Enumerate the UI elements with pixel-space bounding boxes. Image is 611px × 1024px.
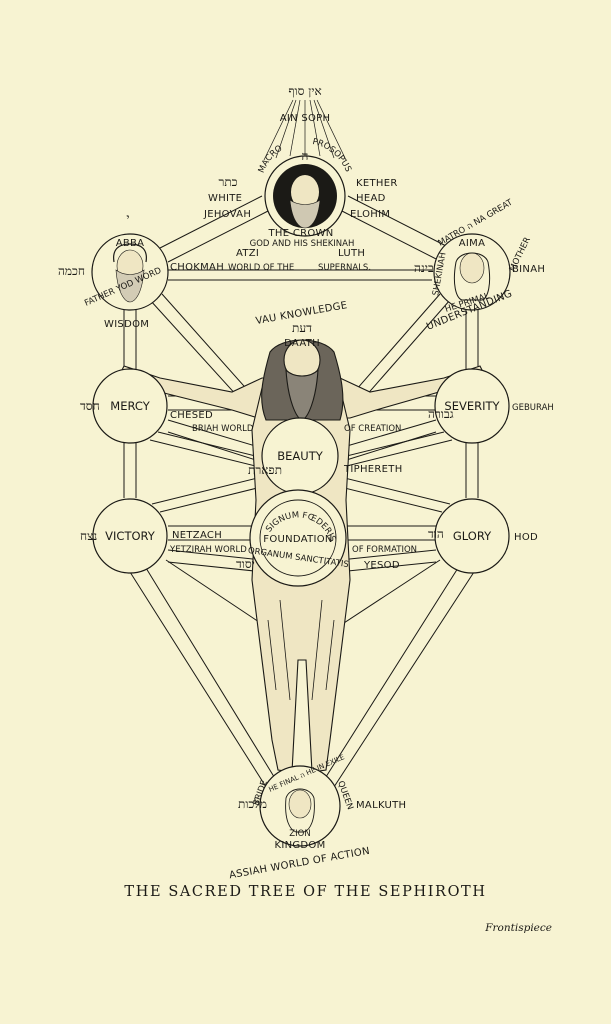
ain-soph-rays [263, 99, 347, 161]
sephirah-chokmah [91, 233, 169, 311]
elohim-label: ELOHIM [350, 209, 390, 220]
zion-label: ZION [289, 829, 310, 839]
path-chesed-netzach [123, 442, 137, 498]
sephirah-hod [434, 498, 510, 574]
path-chesed-tiphereth [167, 419, 263, 463]
yetzirah-world-label: YETZIRAH WORLD [169, 545, 247, 555]
assiah-label: ASSIAH WORLD OF ACTION [228, 846, 370, 882]
of-creation-label: OF CREATION [344, 424, 401, 434]
briah-world-label: BRIAH WORLD [192, 424, 254, 434]
geburah-label: GEBURAH [512, 403, 554, 413]
malkuth-label: MALKUTH [356, 800, 406, 811]
binah-label: BINAH [512, 264, 545, 275]
tiphereth-label: TIPHERETH [343, 464, 403, 475]
world-of-the-label: WORLD OF THE [228, 263, 294, 273]
severity-label: SEVERITY [444, 399, 500, 413]
sephirah-netzach [92, 498, 168, 574]
hod-hebrew: הוד [428, 527, 444, 541]
daath-label: DAATH [284, 338, 320, 349]
figure-caption: THE SACRED TREE OF THE SEPHIROTH [124, 884, 487, 900]
figure-beard [285, 368, 319, 421]
path-chokmah-binah [168, 269, 432, 281]
path-netzach-yesod [167, 549, 265, 573]
sephirah-chesed [92, 368, 168, 444]
chokmah-label: CHOKMAH [170, 262, 224, 273]
kingdom-label: KINGDOM [274, 840, 325, 851]
jehovah-label: JEHOVAH [203, 209, 251, 220]
path-geburah-tiphereth [339, 419, 437, 463]
chesed-label: CHESED [170, 410, 213, 421]
ain-soph-label: AIN SOPH [280, 113, 331, 124]
path-hod-yesod [337, 549, 437, 573]
victory-label: VICTORY [105, 529, 156, 543]
path-geburah-hod [465, 442, 479, 498]
ain-soph-hebrew: אין סוף [288, 84, 321, 98]
yesod-label: YESOD [363, 560, 400, 571]
god-shekinah-label: GOD AND HIS SHEKINAH [250, 239, 355, 249]
chokmah-hebrew: חכמה [58, 264, 85, 278]
path-kether-binah [339, 195, 451, 263]
path-kether-chokmah [159, 195, 271, 263]
frontispiece-note: Frontispiece [485, 922, 552, 934]
sephirah-geburah [434, 368, 510, 444]
supernals-label: SUPERNALS. [318, 263, 371, 273]
hod-label: HOD [514, 532, 538, 543]
kether-label: KETHER [356, 178, 398, 189]
abba-label: ABBA [116, 238, 145, 249]
abba-yod: י [126, 211, 129, 225]
white-label: WHITE [208, 193, 242, 204]
netzach-label: NETZACH [172, 530, 222, 541]
netzach-hebrew: נצח [80, 529, 97, 543]
path-chokmah-chesed [123, 310, 137, 370]
binah-hebrew: בינה [414, 261, 434, 275]
beauty-label: BEAUTY [277, 449, 323, 463]
of-formation-label: OF FORMATION [352, 545, 417, 555]
sephirah-yesod [249, 489, 347, 587]
glory-label: GLORY [453, 529, 492, 543]
head-label: HEAD [356, 193, 386, 204]
aima-label: AIMA [459, 238, 485, 249]
the-crown-label: THE CROWN [268, 228, 334, 239]
geburah-hebrew: גבורה [428, 407, 454, 421]
tiphereth-hebrew: תפארת [248, 463, 282, 477]
daath-hebrew: דעת [292, 321, 312, 335]
luth-label: LUTH [338, 248, 365, 259]
sephirah-kether [264, 155, 346, 237]
figure-legs-shade [267, 599, 335, 701]
path-netzach-malkuth [129, 567, 277, 791]
path-binah-geburah [465, 310, 479, 370]
path-hod-malkuth [323, 567, 475, 791]
kether-hebrew: כתר [218, 175, 237, 189]
malkuth-hebrew: מלכות [238, 797, 267, 811]
foundation-label: FOUNDATION [263, 534, 332, 545]
mercy-label: MERCY [110, 399, 150, 413]
chesed-hebrew: חסד [80, 399, 100, 413]
crown-letter: ה [302, 149, 309, 163]
atzi-label: ATZI [236, 248, 259, 259]
sephirah-binah [433, 233, 511, 311]
sephirah-malkuth [259, 765, 341, 847]
wisdom-label: WISDOM [104, 319, 149, 330]
yesod-hebrew: יסוד [236, 557, 255, 571]
